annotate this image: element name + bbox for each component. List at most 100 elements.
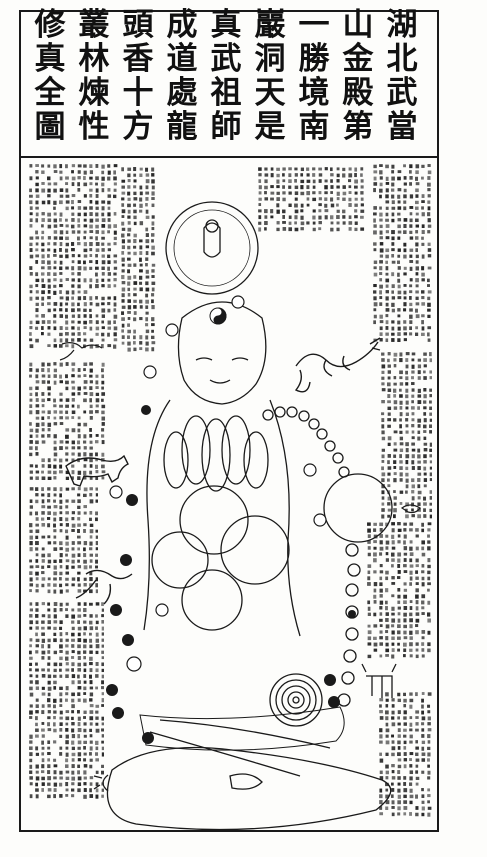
glyph-mark (83, 164, 87, 168)
glyph-mark (421, 770, 425, 774)
glyph-mark (77, 770, 80, 775)
glyph-mark (53, 776, 57, 780)
glyph-mark (29, 218, 33, 223)
glyph-mark (89, 410, 93, 414)
glyph-mark (391, 794, 394, 798)
glyph-mark (421, 728, 425, 732)
glyph-mark (35, 674, 39, 678)
glyph-mark (379, 218, 383, 222)
glyph-mark (71, 404, 75, 408)
glyph-mark (101, 752, 104, 757)
glyph-mark (53, 254, 57, 257)
glyph-mark (409, 612, 413, 617)
glyph-mark (427, 704, 431, 708)
glyph-mark (77, 662, 81, 667)
glyph-mark (65, 553, 68, 557)
glyph-mark (65, 344, 69, 348)
glyph-mark (95, 320, 99, 325)
glyph-mark (95, 632, 99, 637)
glyph-mark (121, 239, 125, 244)
glyph-mark (77, 608, 81, 612)
glyph-mark (35, 698, 39, 702)
glyph-mark (421, 612, 425, 616)
glyph-mark (89, 254, 93, 258)
glyph-mark (41, 410, 46, 414)
glyph-mark (101, 626, 104, 631)
glyph-mark (95, 541, 98, 546)
glyph-mark (101, 608, 104, 612)
glyph-mark (121, 269, 125, 273)
glyph-mark (270, 191, 275, 195)
glyph-mark (71, 374, 75, 378)
glyph-mark (288, 221, 292, 225)
glyph-mark (35, 326, 39, 330)
glyph-mark (415, 332, 419, 336)
glyph-mark (29, 620, 33, 625)
glyph-mark (405, 412, 409, 417)
glyph-mark (409, 698, 414, 703)
glyph-mark (399, 502, 403, 505)
glyph-mark (47, 458, 51, 463)
glyph-mark (423, 460, 427, 464)
glyph-mark (415, 302, 420, 306)
glyph-mark (101, 254, 105, 258)
glyph-mark (318, 197, 322, 201)
glyph-mark (65, 602, 69, 606)
glyph-mark (29, 499, 33, 503)
glyph-mark (403, 740, 407, 745)
glyph-mark (415, 752, 419, 757)
glyph-mark (65, 332, 69, 336)
glyph-mark (427, 722, 431, 726)
glyph-mark (83, 553, 87, 558)
glyph-mark (385, 290, 389, 294)
glyph-mark (379, 606, 383, 610)
glyph-mark (421, 722, 425, 726)
glyph-mark (417, 478, 421, 482)
glyph-mark (403, 290, 407, 295)
glyph-mark (83, 374, 87, 378)
glyph-mark (89, 728, 93, 733)
glyph-mark (89, 170, 94, 175)
glyph-mark (71, 194, 76, 198)
glyph-mark (101, 764, 104, 768)
glyph-mark (71, 710, 75, 714)
glyph-mark (41, 752, 45, 756)
glyph-mark (77, 254, 81, 258)
glyph-mark (415, 770, 419, 774)
glyph-mark (35, 284, 39, 288)
glyph-mark (379, 254, 384, 258)
glyph-mark (29, 464, 34, 468)
glyph-mark (95, 493, 98, 497)
glyph-mark (65, 782, 69, 787)
glyph-mark (403, 582, 407, 586)
glyph-mark (391, 170, 395, 174)
text-texture (381, 352, 432, 519)
glyph-mark (409, 812, 412, 816)
glyph-mark (89, 529, 94, 534)
title-column-4: 巖洞天是 (254, 7, 286, 145)
glyph-mark (423, 484, 427, 488)
glyph-mark (139, 305, 143, 309)
glyph-mark (417, 514, 422, 519)
glyph-mark (397, 752, 401, 757)
glyph-mark (53, 182, 58, 186)
glyph-mark (35, 440, 39, 445)
glyph-mark (121, 185, 125, 189)
glyph-mark (360, 191, 364, 195)
glyph-mark (113, 338, 118, 342)
glyph-mark (312, 221, 316, 225)
glyph-mark (59, 698, 63, 703)
glyph-mark (77, 470, 82, 475)
glyph-mark (373, 582, 378, 587)
glyph-mark (427, 588, 430, 592)
glyph-mark (133, 335, 136, 340)
glyph-mark (29, 680, 33, 684)
title-column-3: 一勝境南 (298, 7, 330, 145)
glyph-mark (427, 812, 431, 817)
glyph-mark (89, 668, 93, 673)
glyph-mark (35, 218, 39, 223)
glyph-mark (391, 540, 395, 545)
glyph-mark (411, 442, 415, 446)
glyph-mark (405, 400, 409, 405)
glyph-mark (89, 746, 93, 751)
